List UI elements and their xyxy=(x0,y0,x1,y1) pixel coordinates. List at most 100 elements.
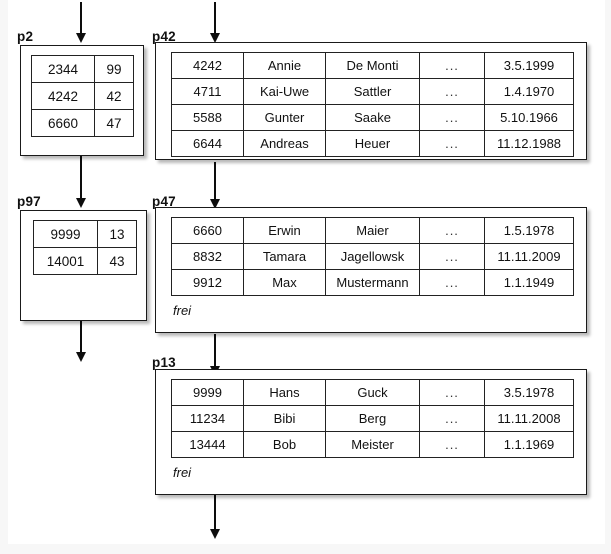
cell-last-name: Berg xyxy=(325,405,420,432)
page-label-p47: p47 xyxy=(152,194,176,209)
cell-last-name: Mustermann xyxy=(325,269,420,296)
arrow-out-of-p13-icon xyxy=(214,495,216,530)
cell-more: ... xyxy=(419,269,485,296)
cell-date: 5.10.1966 xyxy=(484,104,574,131)
data-table-p47: 6660 Erwin Maier ... 1.5.1978 8832 Tamar… xyxy=(171,217,574,296)
cell-first-name: Annie xyxy=(243,52,326,79)
arrow-out-of-p97-icon xyxy=(80,320,82,353)
cell-more: ... xyxy=(419,78,485,105)
cell-more: ... xyxy=(419,52,485,79)
table-row[interactable]: 11234 Bibi Berg ... 11.11.2008 xyxy=(171,405,574,432)
index-key: 6660 xyxy=(31,109,95,137)
cell-first-name: Gunter xyxy=(243,104,326,131)
cell-more: ... xyxy=(419,217,485,244)
index-key: 14001 xyxy=(33,247,98,275)
cell-date: 1.1.1969 xyxy=(484,431,574,458)
page-label-p2: p2 xyxy=(17,29,34,44)
table-row[interactable]: 4242 Annie De Monti ... 3.5.1999 xyxy=(171,52,574,79)
cell-date: 3.5.1978 xyxy=(484,379,574,406)
cell-date: 1.5.1978 xyxy=(484,217,574,244)
cell-id: 6660 xyxy=(171,217,244,244)
arrow-p42-to-p47-icon xyxy=(214,162,216,200)
table-row[interactable]: 9912 Max Mustermann ... 1.1.1949 xyxy=(171,269,574,296)
cell-id: 5588 xyxy=(171,104,244,131)
index-key: 2344 xyxy=(31,55,95,83)
cell-first-name: Tamara xyxy=(243,243,326,270)
cell-id: 6644 xyxy=(171,130,244,157)
cell-last-name: Sattler xyxy=(325,78,420,105)
table-row[interactable]: 8832 Tamara Jagellowsk ... 11.11.2009 xyxy=(171,243,574,270)
cell-date: 3.5.1999 xyxy=(484,52,574,79)
cell-last-name: Maier xyxy=(325,217,420,244)
cell-date: 11.11.2009 xyxy=(484,243,574,270)
table-row[interactable]: 14001 43 xyxy=(33,247,137,275)
cell-more: ... xyxy=(419,130,485,157)
arrow-into-p42-icon xyxy=(214,2,216,34)
cell-first-name: Kai-Uwe xyxy=(243,78,326,105)
cell-last-name: Saake xyxy=(325,104,420,131)
cell-id: 11234 xyxy=(171,405,244,432)
arrow-p2-to-p97-icon xyxy=(80,155,82,199)
cell-more: ... xyxy=(419,431,485,458)
index-pointer: 99 xyxy=(94,55,134,83)
table-row[interactable]: 2344 99 xyxy=(31,55,134,83)
table-row[interactable]: 6660 Erwin Maier ... 1.5.1978 xyxy=(171,217,574,244)
cell-more: ... xyxy=(419,243,485,270)
index-pointer: 13 xyxy=(97,220,137,248)
cell-last-name: De Monti xyxy=(325,52,420,79)
table-row[interactable]: 9999 13 xyxy=(33,220,137,248)
data-page-p42[interactable]: 4242 Annie De Monti ... 3.5.1999 4711 Ka… xyxy=(155,42,587,160)
free-space-label-p47: frei xyxy=(173,303,192,318)
cell-id: 4242 xyxy=(171,52,244,79)
cell-first-name: Hans xyxy=(243,379,326,406)
free-space-label-p13: frei xyxy=(173,465,192,480)
data-page-p13[interactable]: 9999 Hans Guck ... 3.5.1978 11234 Bibi B… xyxy=(155,369,587,495)
cell-first-name: Erwin xyxy=(243,217,326,244)
arrow-into-p2-icon xyxy=(80,2,82,34)
table-row[interactable]: 4242 42 xyxy=(31,82,134,110)
index-pointer: 43 xyxy=(97,247,137,275)
index-pointer: 42 xyxy=(94,82,134,110)
table-row[interactable]: 6660 47 xyxy=(31,109,134,137)
cell-date: 1.4.1970 xyxy=(484,78,574,105)
index-page-p2[interactable]: 2344 99 4242 42 6660 47 xyxy=(20,45,144,156)
cell-more: ... xyxy=(419,104,485,131)
table-row[interactable]: 5588 Gunter Saake ... 5.10.1966 xyxy=(171,104,574,131)
index-key: 4242 xyxy=(31,82,95,110)
page-label-p13: p13 xyxy=(152,355,176,370)
table-row[interactable]: 4711 Kai-Uwe Sattler ... 1.4.1970 xyxy=(171,78,574,105)
diagram-canvas: p2 2344 99 4242 42 6660 47 p42 xyxy=(8,0,605,544)
table-row[interactable]: 6644 Andreas Heuer ... 11.12.1988 xyxy=(171,130,574,157)
cell-last-name: Jagellowsk xyxy=(325,243,420,270)
cell-id: 9912 xyxy=(171,269,244,296)
cell-last-name: Heuer xyxy=(325,130,420,157)
index-pointer: 47 xyxy=(94,109,134,137)
data-table-p13: 9999 Hans Guck ... 3.5.1978 11234 Bibi B… xyxy=(171,379,574,458)
index-key: 9999 xyxy=(33,220,98,248)
cell-first-name: Andreas xyxy=(243,130,326,157)
index-table-p2: 2344 99 4242 42 6660 47 xyxy=(31,55,134,137)
index-table-p97: 9999 13 14001 43 xyxy=(33,220,137,275)
cell-id: 9999 xyxy=(171,379,244,406)
arrow-p47-to-p13-icon xyxy=(214,334,216,367)
cell-date: 11.12.1988 xyxy=(484,130,574,157)
cell-more: ... xyxy=(419,379,485,406)
cell-first-name: Max xyxy=(243,269,326,296)
cell-id: 4711 xyxy=(171,78,244,105)
cell-first-name: Bibi xyxy=(243,405,326,432)
cell-last-name: Guck xyxy=(325,379,420,406)
page-label-p42: p42 xyxy=(152,29,176,44)
data-table-p42: 4242 Annie De Monti ... 3.5.1999 4711 Ka… xyxy=(171,52,574,157)
page-label-p97: p97 xyxy=(17,194,41,209)
cell-first-name: Bob xyxy=(243,431,326,458)
cell-date: 11.11.2008 xyxy=(484,405,574,432)
cell-id: 8832 xyxy=(171,243,244,270)
cell-id: 13444 xyxy=(171,431,244,458)
index-page-p97[interactable]: 9999 13 14001 43 xyxy=(20,210,147,321)
cell-date: 1.1.1949 xyxy=(484,269,574,296)
table-row[interactable]: 9999 Hans Guck ... 3.5.1978 xyxy=(171,379,574,406)
cell-last-name: Meister xyxy=(325,431,420,458)
cell-more: ... xyxy=(419,405,485,432)
data-page-p47[interactable]: 6660 Erwin Maier ... 1.5.1978 8832 Tamar… xyxy=(155,207,587,333)
table-row[interactable]: 13444 Bob Meister ... 1.1.1969 xyxy=(171,431,574,458)
